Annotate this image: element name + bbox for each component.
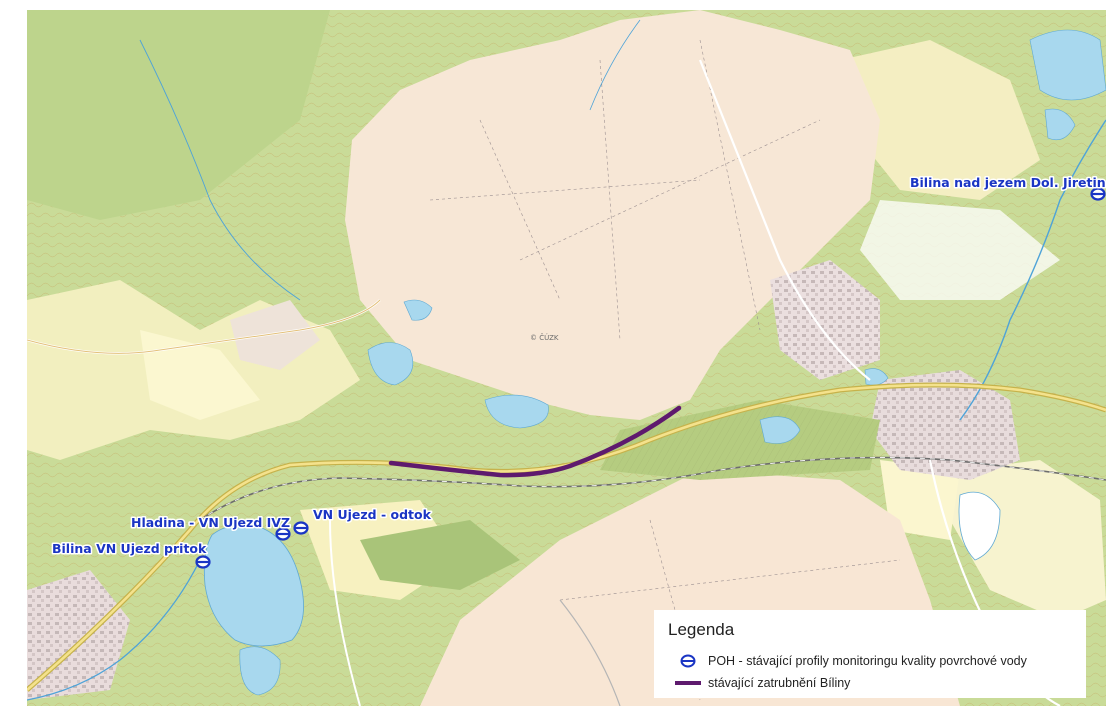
water-body [1044, 108, 1076, 141]
station-circle-icon[interactable] [1090, 187, 1106, 201]
legend-item-label: POH - stávající profily monitoringu kval… [708, 654, 1027, 668]
river [959, 119, 1106, 421]
water-body [403, 299, 433, 321]
bilina-pipe-line[interactable] [388, 405, 682, 478]
station-label-vn-ujezd-odtok[interactable]: VN Ujezd - odtok [312, 506, 434, 524]
legend-title: Legenda [668, 620, 735, 639]
urban-area [230, 300, 320, 370]
water-body [1029, 29, 1106, 101]
topographic-map[interactable]: © ČÚZK Bilina nad jezem Dol. Jiretin Hla… [27, 10, 1106, 706]
map-legend: Legenda POH - stávající profily monitori… [654, 610, 1086, 698]
water-body [239, 646, 281, 696]
water-body [367, 342, 414, 386]
stream [589, 19, 641, 111]
road [698, 59, 871, 381]
station-label-hladina-ivz[interactable]: Hladina - VN Ujezd IVZ [130, 514, 292, 532]
highway [27, 383, 1106, 691]
mining-lines [429, 39, 901, 701]
road [27, 299, 381, 354]
station-circle-icon[interactable] [195, 555, 211, 569]
road [559, 599, 621, 706]
station-label-bilina-dol-jiretin[interactable]: Bilina nad jezem Dol. Jiretin [909, 174, 1106, 192]
field-area [140, 330, 260, 420]
station-circle-icon[interactable] [275, 527, 291, 541]
station-circle-icon[interactable] [293, 521, 309, 535]
legend-item-pipe: stávající zatrubnění Bíliny [668, 672, 1086, 694]
field-area [840, 40, 1040, 200]
railway [199, 457, 1106, 521]
station-label-bilina-vn-pritok[interactable]: Bilina VN Ujezd pritok [51, 540, 209, 558]
urban-area [870, 370, 1020, 480]
water-body [484, 394, 549, 429]
reservoir-vn-ujezd[interactable] [203, 524, 304, 647]
watermark: © ČÚZK [530, 333, 559, 342]
water-body [759, 416, 801, 444]
road [329, 519, 361, 706]
stream [139, 39, 301, 301]
legend-item-label: stávající zatrubnění Bíliny [708, 676, 851, 690]
forest-patch [360, 520, 520, 590]
forest-patch [27, 10, 330, 220]
purple-line-icon [668, 681, 708, 685]
river [27, 559, 201, 701]
water-body [958, 491, 1001, 561]
legend-item-stations: POH - stávající profily monitoringu kval… [668, 650, 1086, 672]
mining-area [345, 10, 880, 420]
field-area [860, 200, 1060, 300]
urban-area [770, 260, 880, 380]
station-circle-icon [668, 654, 708, 668]
